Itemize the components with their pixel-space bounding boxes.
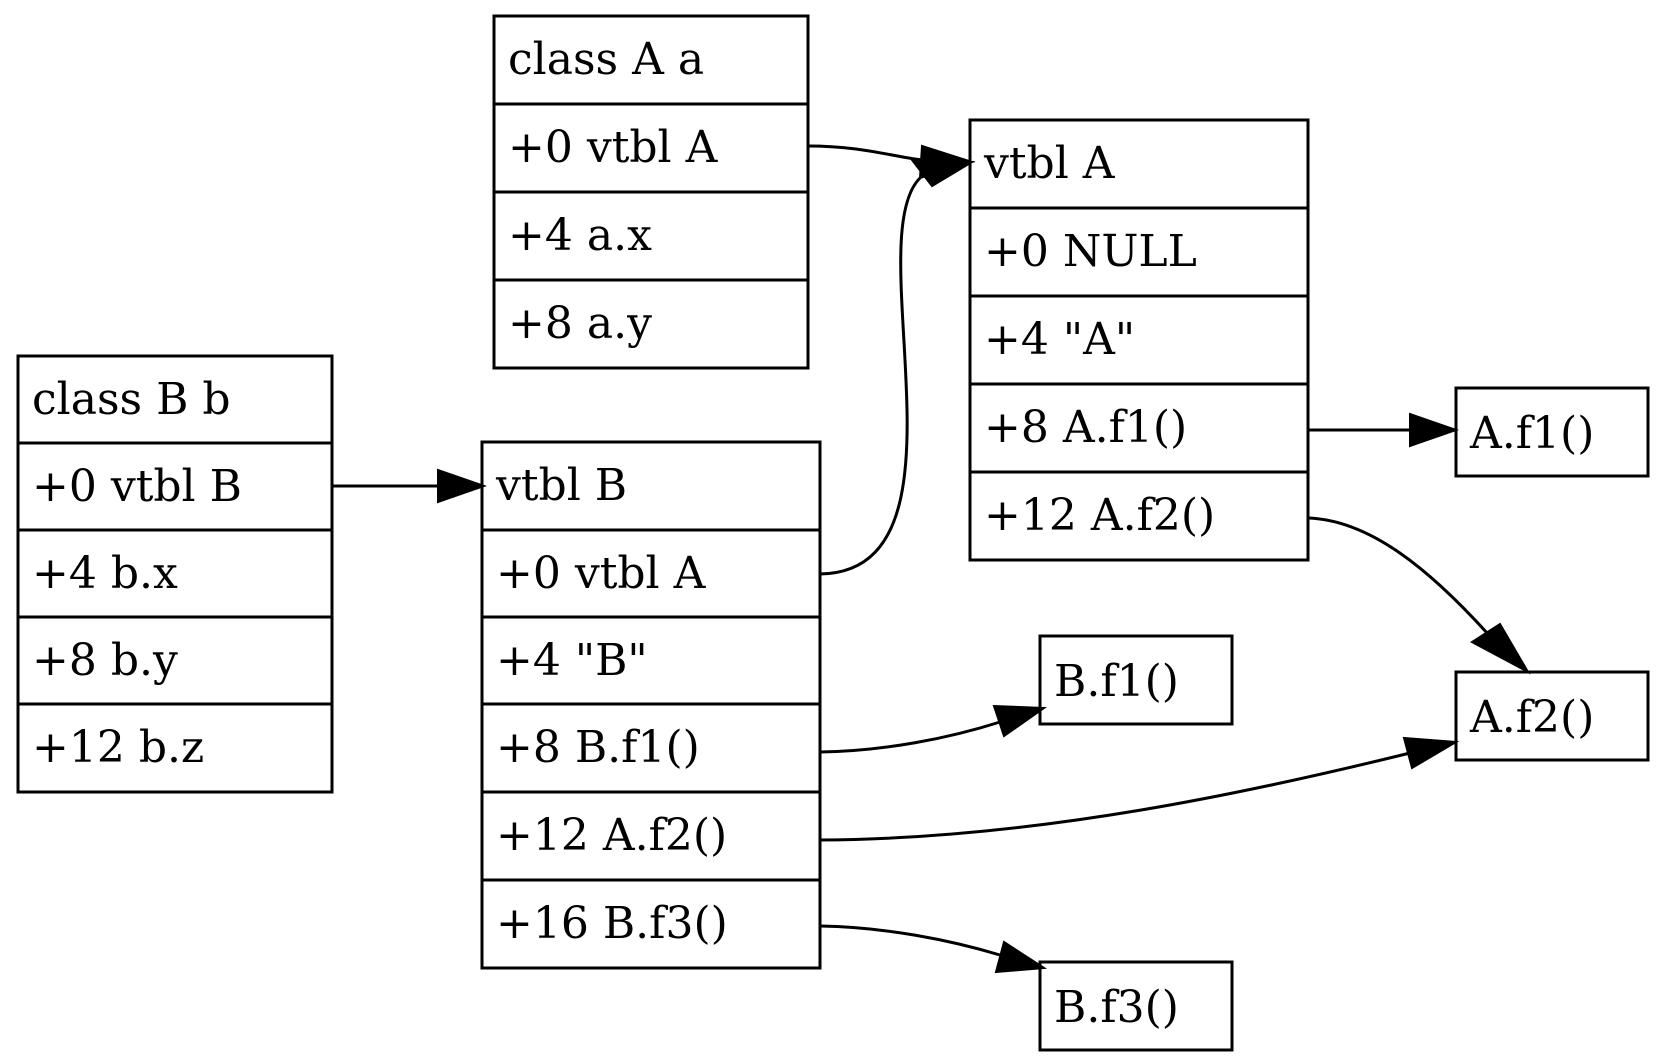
edge-vtbl-b-f3-to-b-f3 <box>819 924 1047 974</box>
edge-vtbl-a-f2-to-a-f2 <box>1307 516 1531 675</box>
record-vtbl-b-field-f2: +12 A.f2() <box>496 810 727 861</box>
record-vtbl-a: vtbl A +0 NULL +4 "A" +8 A.f1() +12 A.f2… <box>968 118 1310 562</box>
record-vtbl-b-field-f3: +16 B.f3() <box>496 898 728 949</box>
record-class-a-field-y: +8 a.y <box>508 298 652 349</box>
record-vtbl-b-field-parent: +0 vtbl A <box>496 548 707 599</box>
edge-vtbl-b-f2-to-a-f2 <box>819 736 1460 842</box>
record-vtbl-a-field-null: +0 NULL <box>984 226 1197 277</box>
record-class-a: class A a +0 vtbl A +4 a.x +8 a.y <box>492 14 810 370</box>
node-a-f2-label: A.f2() <box>1469 692 1594 743</box>
record-class-b-header: class B b <box>32 374 231 425</box>
node-a-f2: A.f2() <box>1454 670 1650 762</box>
record-vtbl-b-header: vtbl B <box>495 460 627 511</box>
record-vtbl-b: vtbl B +0 vtbl A +4 "B" +8 B.f1() +12 A.… <box>480 440 822 970</box>
record-class-b-field-vtbl: +0 vtbl B <box>32 461 242 512</box>
record-class-a-field-vtbl: +0 vtbl A <box>508 122 719 173</box>
node-a-f1-label: A.f1() <box>1469 408 1594 459</box>
record-class-b: class B b +0 vtbl B +4 b.x +8 b.y +12 b.… <box>16 354 334 794</box>
node-a-f1: A.f1() <box>1454 386 1650 478</box>
edge-vtbl-b-parent-to-vtbl-a <box>819 158 976 576</box>
record-class-b-box <box>16 354 334 794</box>
record-vtbl-a-field-f1: +8 A.f1() <box>984 402 1187 453</box>
record-vtbl-a-field-f2: +12 A.f2() <box>984 490 1215 541</box>
record-class-b-field-z: +12 b.z <box>32 722 204 773</box>
record-vtbl-b-field-f1: +8 B.f1() <box>496 722 700 773</box>
record-vtbl-b-field-name: +4 "B" <box>496 635 648 686</box>
record-vtbl-a-field-name: +4 "A" <box>984 314 1135 365</box>
edge-class-b-to-vtbl-b <box>332 468 488 504</box>
node-b-f3-label: B.f3() <box>1054 982 1179 1033</box>
node-b-f1-label: B.f1() <box>1054 656 1179 707</box>
edge-vtbl-a-f1-to-a-f1 <box>1308 412 1460 448</box>
node-b-f1: B.f1() <box>1038 634 1234 726</box>
record-vtbl-a-box <box>968 118 1310 562</box>
record-vtbl-a-header: vtbl A <box>983 138 1116 189</box>
record-class-b-field-x: +4 b.x <box>32 548 178 599</box>
edge-vtbl-b-f1-to-b-f1 <box>819 704 1048 754</box>
record-class-a-field-x: +4 a.x <box>508 210 652 261</box>
node-b-f3: B.f3() <box>1038 960 1234 1052</box>
record-class-b-field-y: +8 b.y <box>32 635 178 686</box>
record-class-a-header: class A a <box>508 34 704 85</box>
